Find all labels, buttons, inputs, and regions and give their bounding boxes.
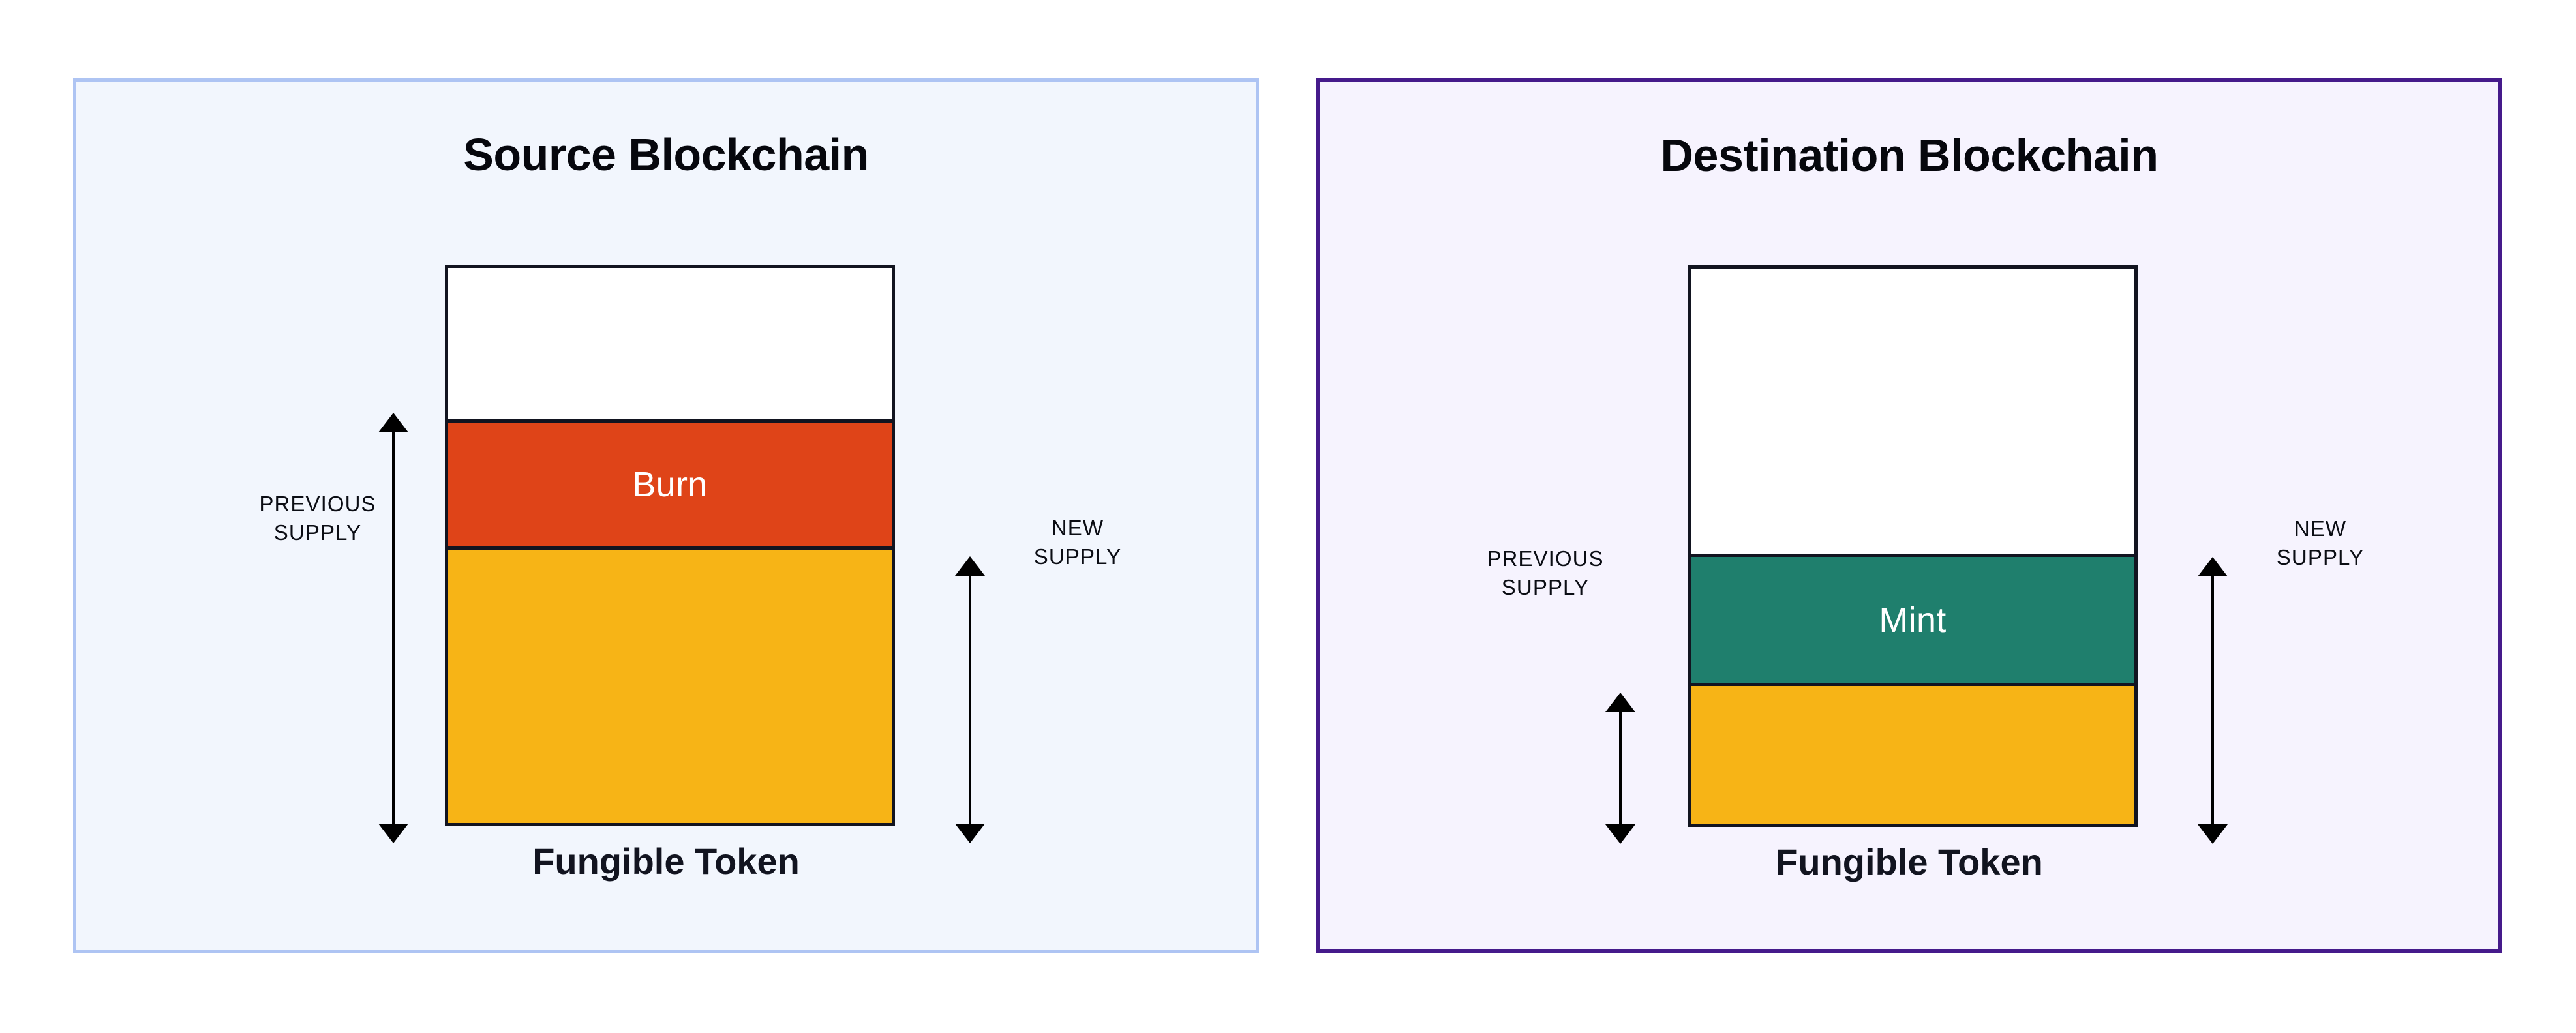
destination-previous-supply-label: PREVIOUS SUPPLY (1487, 546, 1604, 599)
destination-new-supply-arrow-icon (2198, 557, 2228, 844)
destination-previous-supply-arrow-icon (1605, 693, 1635, 844)
arrow-shaft (2211, 571, 2214, 830)
source-panel-footer: Fungible Token (532, 841, 800, 882)
arrow-head-down-icon (2198, 824, 2228, 844)
arrow-head-down-icon (378, 824, 408, 843)
arrow-head-down-icon (1605, 824, 1635, 844)
source-blockchain-panel: Source Blockchain Burn PREVIOUS SUPPLY N… (73, 78, 1259, 953)
source-segment-burn: Burn (448, 419, 892, 550)
destination-segment-remaining (1691, 686, 2134, 824)
destination-panel-footer: Fungible Token (1776, 841, 2043, 882)
destination-panel-title: Destination Blockchain (1660, 130, 2159, 181)
source-previous-supply-label: PREVIOUS SUPPLY (259, 492, 376, 545)
destination-new-supply-label: NEW SUPPLY (2276, 516, 2365, 569)
source-token-supply-bar: Burn (445, 265, 895, 826)
source-new-supply-arrow-icon (955, 556, 985, 843)
source-previous-supply-arrow-icon (378, 413, 408, 843)
source-new-supply-label: NEW SUPPLY (1033, 516, 1122, 569)
destination-segment-mint: Mint (1691, 554, 2134, 686)
arrow-shaft (1619, 707, 1622, 830)
destination-token-supply-bar: Mint (1688, 265, 2138, 827)
source-panel-title: Source Blockchain (463, 129, 869, 180)
source-segment-remaining (448, 550, 892, 823)
arrow-shaft (969, 571, 971, 829)
source-segment-burn-label: Burn (632, 465, 708, 504)
source-segment-unchanged (448, 268, 892, 419)
destination-blockchain-panel: Destination Blockchain Mint PREVIOUS SUP… (1316, 78, 2502, 953)
arrow-shaft (392, 427, 395, 829)
destination-segment-unchanged (1691, 269, 2134, 554)
destination-segment-mint-label: Mint (1879, 600, 1947, 640)
arrow-head-down-icon (955, 824, 985, 843)
